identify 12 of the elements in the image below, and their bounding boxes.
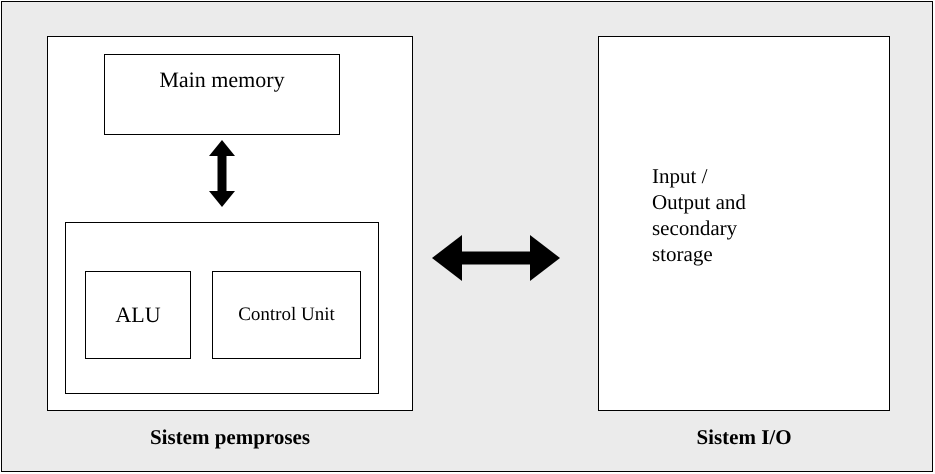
node-text: Input / Output and secondary storage	[652, 163, 747, 267]
section-heading: Sistem pemproses	[150, 424, 310, 451]
component-box	[85, 271, 191, 359]
node-text: Main memory	[159, 67, 285, 93]
component-box	[104, 54, 340, 135]
section-heading: Sistem I/O	[696, 424, 792, 451]
double-arrow	[209, 140, 235, 207]
node-text: Control Unit	[238, 303, 335, 327]
container-box	[65, 222, 379, 394]
double-arrow	[432, 235, 560, 281]
node-text: ALU	[115, 302, 161, 328]
component-box	[212, 271, 361, 359]
